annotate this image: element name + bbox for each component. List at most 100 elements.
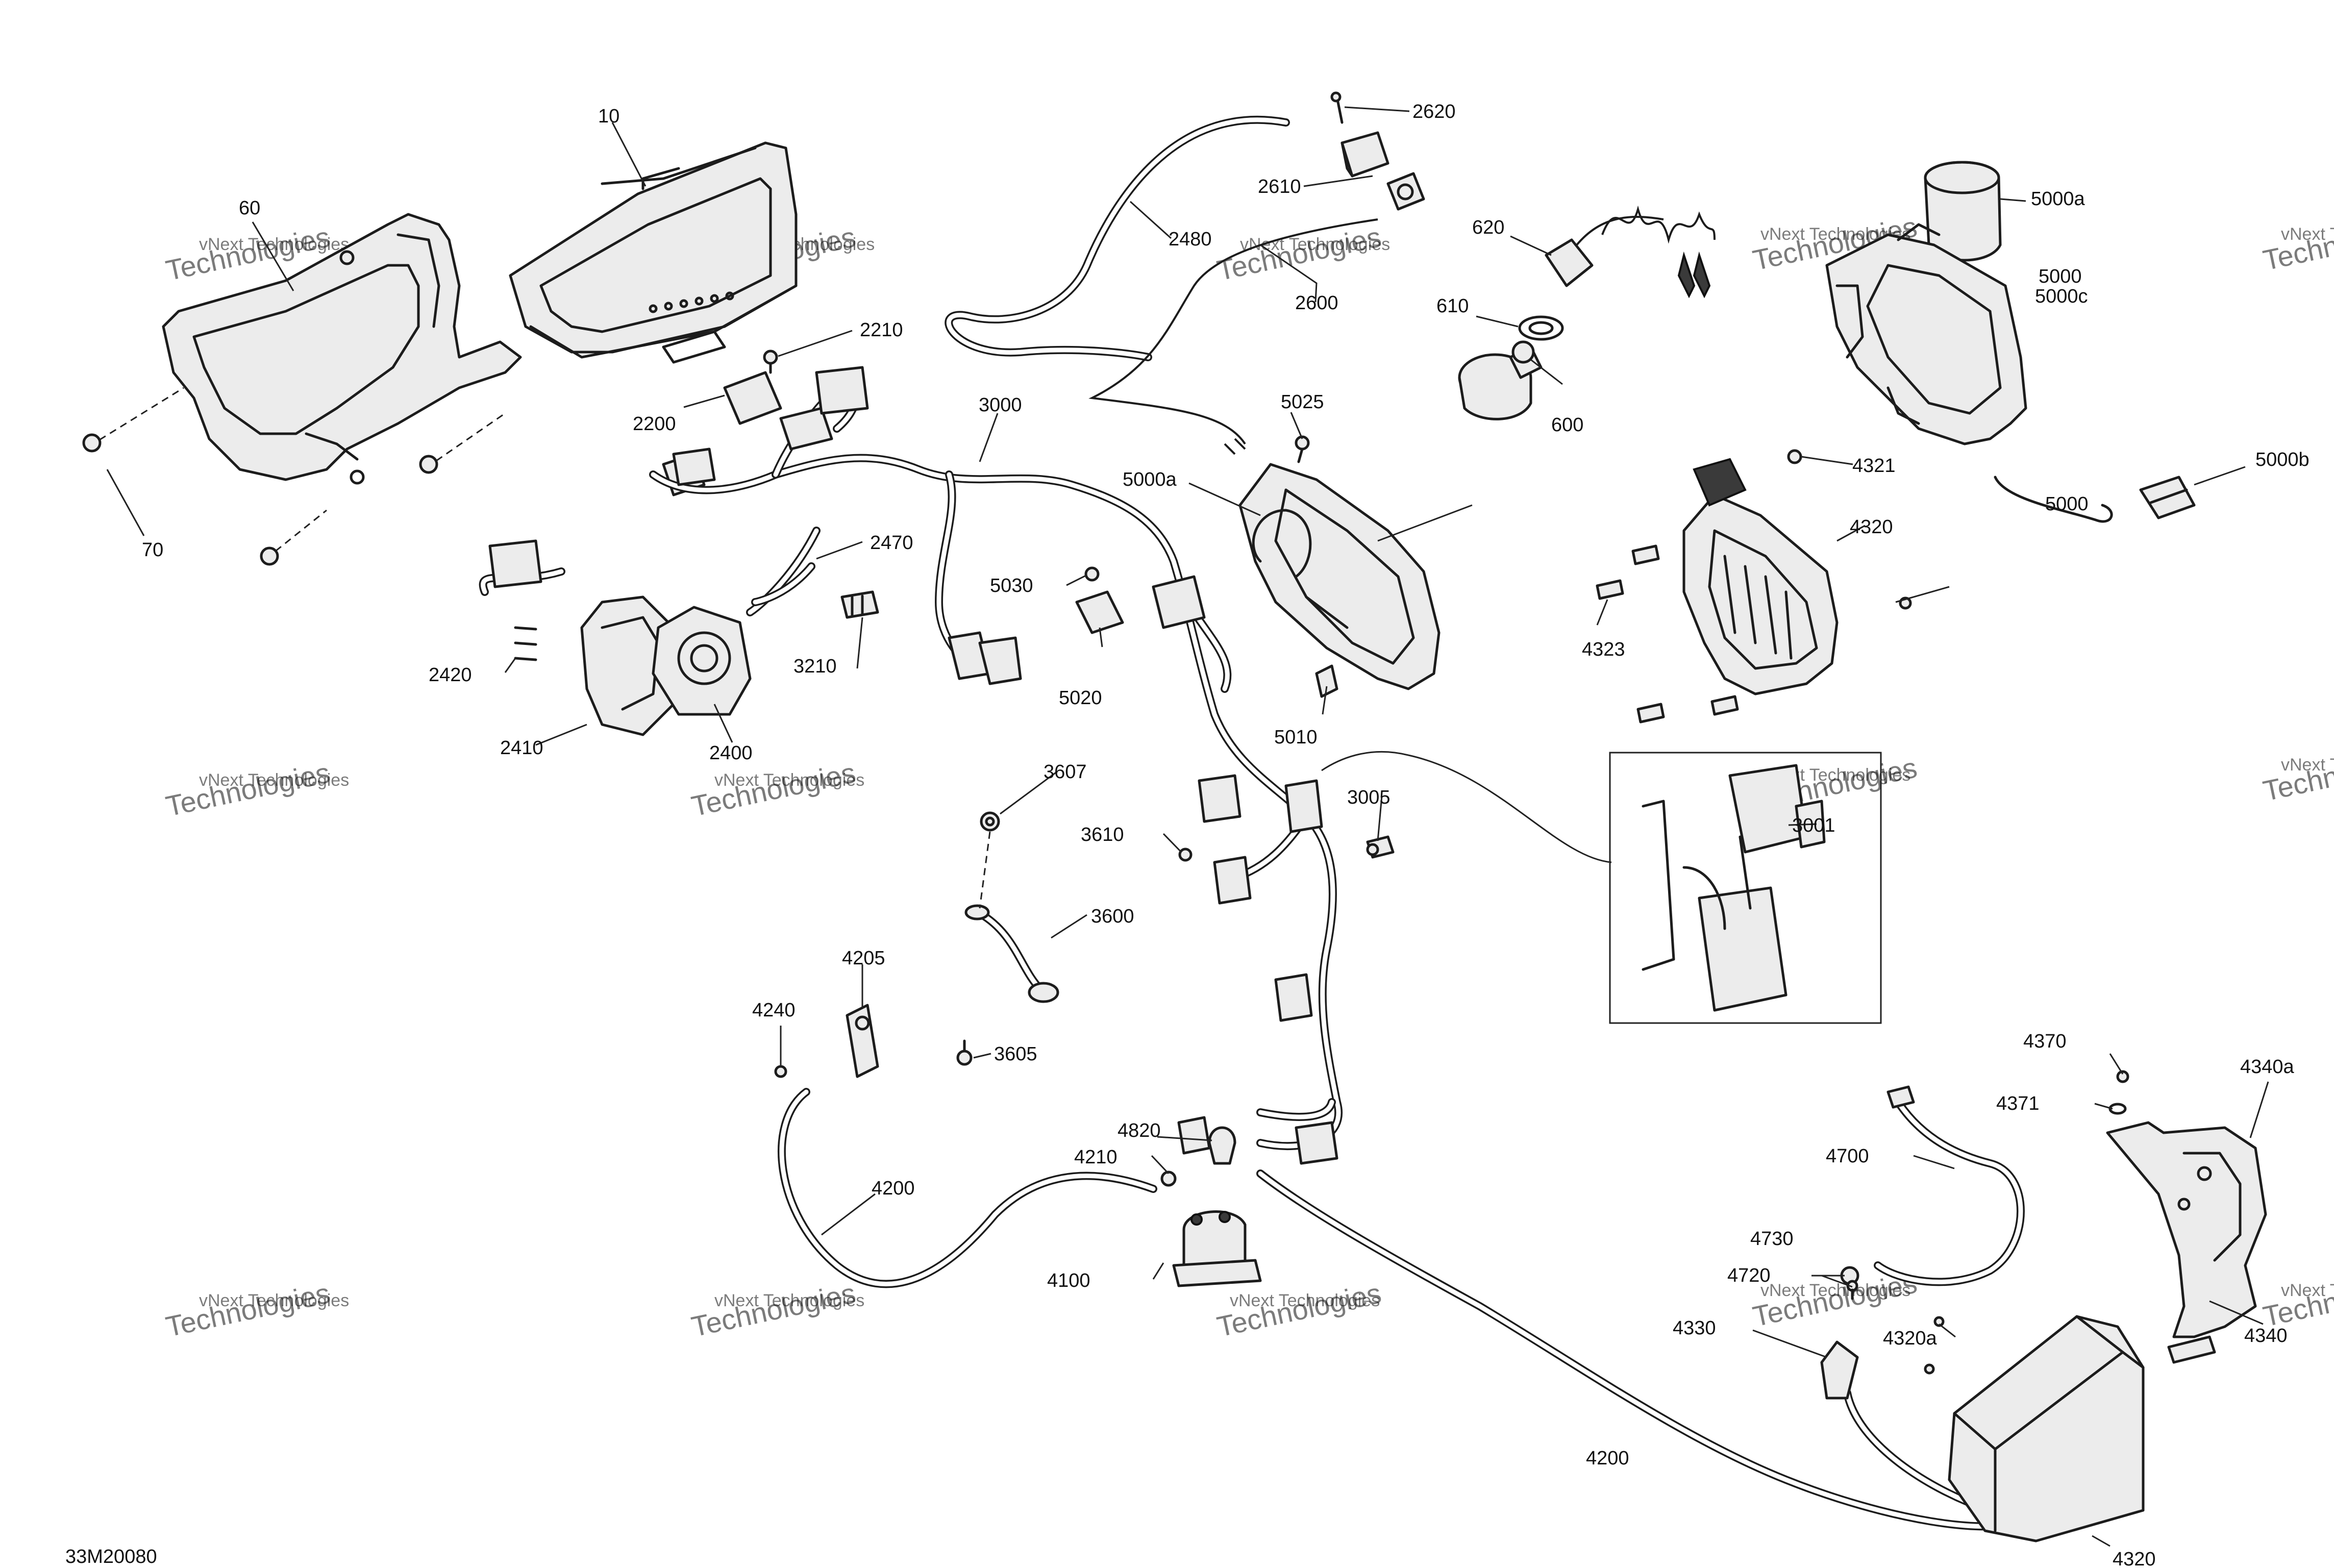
cable-boot [1208,1126,1236,1165]
watermark: vNext Technologies Technologies [2260,210,2334,277]
bolt [1846,1280,1858,1300]
bolt [2116,1070,2129,1083]
watermark: vNext Technologies Technologies [688,1277,864,1343]
callout-4340a: 4340a [2240,1056,2295,1078]
callout-620: 620 [1472,217,1504,238]
callout-2470: 2470 [870,532,913,554]
key-switch [1458,340,1543,420]
callout-2200: 2200 [633,413,676,435]
callout-2410: 2410 [500,737,543,759]
svg-text:vNext Technologies: vNext Technologies [1760,1281,1910,1300]
svg-text:vNext Technologies: vNext Technologies [714,1291,864,1310]
watermark: vNext Technologies Technologies [688,756,864,823]
svg-text:vNext Technologies: vNext Technologies [199,770,349,790]
callout-2620: 2620 [1412,101,1456,122]
ring-nut [1518,315,1564,341]
callout-4730: 4730 [1750,1228,1794,1250]
callout-5000a-upper: 5000a [2031,188,2085,210]
drawing-code: 33M20080 [65,1546,157,1567]
ground-cable [964,904,1059,1003]
svg-text:vNext Technologies: vNext Technologies [2281,755,2334,775]
svg-text:vNext Technologies: vNext Technologies [2281,1281,2334,1300]
callout-4240: 4240 [752,1000,796,1021]
svg-text:vNext Technologies: vNext Technologies [714,770,864,790]
terminal [846,1004,879,1078]
watermark: vNext Technologies Technologies [2260,741,2334,807]
antenna-wire [1088,218,1378,455]
mount-bracket [1075,590,1124,634]
callout-10: 10 [598,106,619,127]
callout-2400: 2400 [709,742,753,764]
callout-2480: 2480 [1169,229,1212,250]
callout-4323: 4323 [1582,639,1625,660]
svg-text:Technologies: Technologies [688,756,858,823]
watermark: vNext Technologies Technologies [163,756,349,823]
nut [1160,1171,1177,1187]
instrument-bracket [162,213,522,485]
callout-610: 610 [1436,295,1469,317]
bracket-screw [82,387,506,566]
starter-solenoid [1172,1210,1262,1287]
callout-4321: 4321 [1852,455,1896,477]
callout-5000a-middle: 5000a [1123,469,1177,490]
svg-text:Technologies: Technologies [1214,1277,1384,1343]
callout-70: 70 [142,539,163,561]
svg-text:vNext Technologies: vNext Technologies [2281,225,2334,244]
callout-4205: 4205 [842,948,885,969]
fuse [1366,835,1395,859]
dash-line [979,831,991,909]
callout-4200-left: 4200 [872,1178,915,1199]
bolt [1295,435,1310,463]
callout-3605: 3605 [994,1043,1037,1065]
callout-3600: 3600 [1091,906,1134,927]
instrument-cluster [509,141,798,364]
callout-4371: 4371 [1996,1093,2040,1114]
callout-3607: 3607 [1044,761,1087,783]
screw [763,350,778,374]
callout-5000-upper: 5000 [2039,266,2082,287]
callout-2420: 2420 [429,664,472,686]
callout-5000-middle: 5000 [2045,493,2089,515]
callout-3000: 3000 [979,394,1022,416]
callout-600: 600 [1551,414,1583,436]
callout-4210: 4210 [1074,1147,1118,1168]
throttle-cable [746,527,821,616]
callout-5000c: 5000c [2035,286,2088,307]
screw [514,626,537,661]
callout-labels: 10 60 70 2200 2210 2400 2410 2420 2470 2… [142,101,2310,1568]
detail-view [1609,752,1882,1024]
battery-bracket [2106,1121,2267,1364]
callout-3610: 3610 [1081,824,1124,845]
callout-5010: 5010 [1274,727,1318,748]
callout-4200-right: 4200 [1586,1448,1629,1469]
callout-4370: 4370 [2023,1031,2067,1052]
svg-text:vNext Technologies: vNext Technologies [199,1291,349,1310]
harness-connector [488,366,1338,1165]
svg-text:Technologies: Technologies [688,1277,858,1343]
callout-2610: 2610 [1258,176,1301,197]
wire-loom [945,115,1290,361]
screw [1924,1316,1945,1375]
ecu-module [1238,463,1441,690]
callout-60: 60 [239,197,260,219]
watermark: vNext Technologies Technologies [163,1277,349,1343]
pin [1330,91,1344,124]
nut [1787,449,1912,610]
callout-4700: 4700 [1826,1146,1869,1167]
callout-4100: 4100 [1047,1270,1090,1291]
callout-3210: 3210 [793,656,837,677]
detail-reference-line [1321,751,1612,863]
leader-lines [106,106,2269,1547]
switch-module [1340,131,1425,211]
clip [1315,664,1338,698]
callout-5025: 5025 [1281,391,1324,413]
callout-4820: 4820 [1118,1120,1161,1141]
sensor [840,590,879,619]
clip [1994,476,2196,523]
bolt [1178,848,1193,862]
standoff [1596,544,1739,724]
terminal-cap [1820,1340,1859,1400]
bolt [774,1065,787,1078]
callout-5030: 5030 [990,575,1033,596]
